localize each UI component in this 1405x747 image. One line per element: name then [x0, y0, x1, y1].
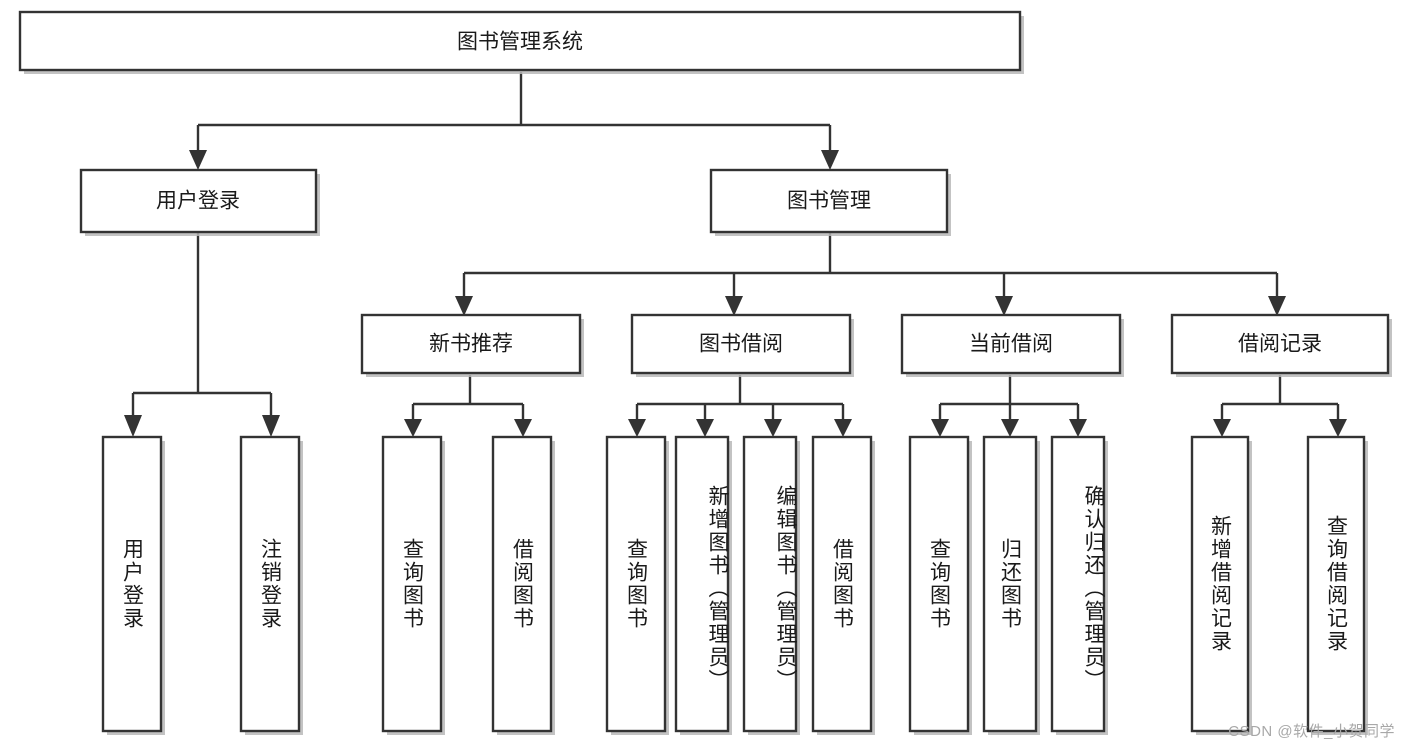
- arrowhead-to-leaf-query-book-3: [931, 419, 949, 437]
- arrowhead-to-leaf-return-book: [1001, 419, 1019, 437]
- node-box-current-borrow[interactable]: [900, 313, 1122, 375]
- arrowhead-to-leaf-query-book-2: [628, 419, 646, 437]
- node-box-leaf-query-book-2[interactable]: [605, 435, 667, 733]
- node-box-borrow-record[interactable]: [1170, 313, 1390, 375]
- node-box-leaf-borrow-book-2[interactable]: [811, 435, 873, 733]
- arrowhead-to-leaf-edit-book: [764, 419, 782, 437]
- node-label-book-borrow: 图书借阅: [699, 333, 783, 356]
- arrowhead-to-new-book-recommend: [455, 296, 473, 316]
- node-box-leaf-query-book-1[interactable]: [381, 435, 443, 733]
- node-box-leaf-add-book[interactable]: [674, 435, 730, 733]
- arrowhead-to-user-login: [189, 150, 207, 170]
- node-box-user-login[interactable]: [79, 168, 318, 234]
- node-box-book-manage[interactable]: [709, 168, 949, 234]
- connector-group: [131, 72, 1340, 419]
- node-box-leaf-borrow-book-1[interactable]: [491, 435, 553, 733]
- arrowhead-to-leaf-add-book: [696, 419, 714, 437]
- node-label-borrow-record: 借阅记录: [1238, 333, 1322, 356]
- node-box-leaf-add-record[interactable]: [1190, 435, 1250, 733]
- arrowhead-to-leaf-borrow-book-1: [514, 419, 532, 437]
- node-label-user-login: 用户登录: [156, 190, 240, 213]
- node-label-new-book-recommend: 新书推荐: [429, 333, 513, 356]
- node-label-current-borrow: 当前借阅: [969, 333, 1053, 356]
- arrowhead-to-leaf-user-login: [124, 415, 142, 437]
- node-box-root[interactable]: [18, 10, 1022, 72]
- arrowhead-to-borrow-record: [1268, 296, 1286, 316]
- arrowhead-to-leaf-logout: [262, 415, 280, 437]
- arrowhead-to-current-borrow: [995, 296, 1013, 316]
- node-box-leaf-return-book[interactable]: [982, 435, 1038, 733]
- node-box-leaf-edit-book[interactable]: [742, 435, 798, 733]
- node-box-leaf-query-record[interactable]: [1306, 435, 1366, 733]
- node-label-book-manage: 图书管理: [787, 190, 871, 213]
- csdn-watermark: CSDN @软件_小贺同学: [1228, 723, 1395, 740]
- node-label-root: 图书管理系统: [457, 31, 583, 54]
- node-box-book-borrow[interactable]: [630, 313, 852, 375]
- arrowhead-to-book-manage: [821, 150, 839, 170]
- arrowhead-group: [124, 150, 1347, 437]
- arrowhead-to-leaf-borrow-book-2: [834, 419, 852, 437]
- node-box-leaf-logout[interactable]: [239, 435, 301, 733]
- node-box-leaf-query-book-3[interactable]: [908, 435, 970, 733]
- arrowhead-to-leaf-query-book-1: [404, 419, 422, 437]
- node-group: 图书管理系统 用户登录 图书管理 新书推荐 图书借阅 当前借阅 借阅记录: [18, 10, 1392, 735]
- node-box-new-book-recommend[interactable]: [360, 313, 582, 375]
- arrowhead-to-leaf-query-record: [1329, 419, 1347, 437]
- arrowhead-to-book-borrow: [725, 296, 743, 316]
- arrowhead-to-leaf-confirm-return: [1069, 419, 1087, 437]
- node-box-leaf-user-login[interactable]: [101, 435, 163, 733]
- node-box-leaf-confirm-return[interactable]: [1050, 435, 1106, 733]
- arrowhead-to-leaf-add-record: [1213, 419, 1231, 437]
